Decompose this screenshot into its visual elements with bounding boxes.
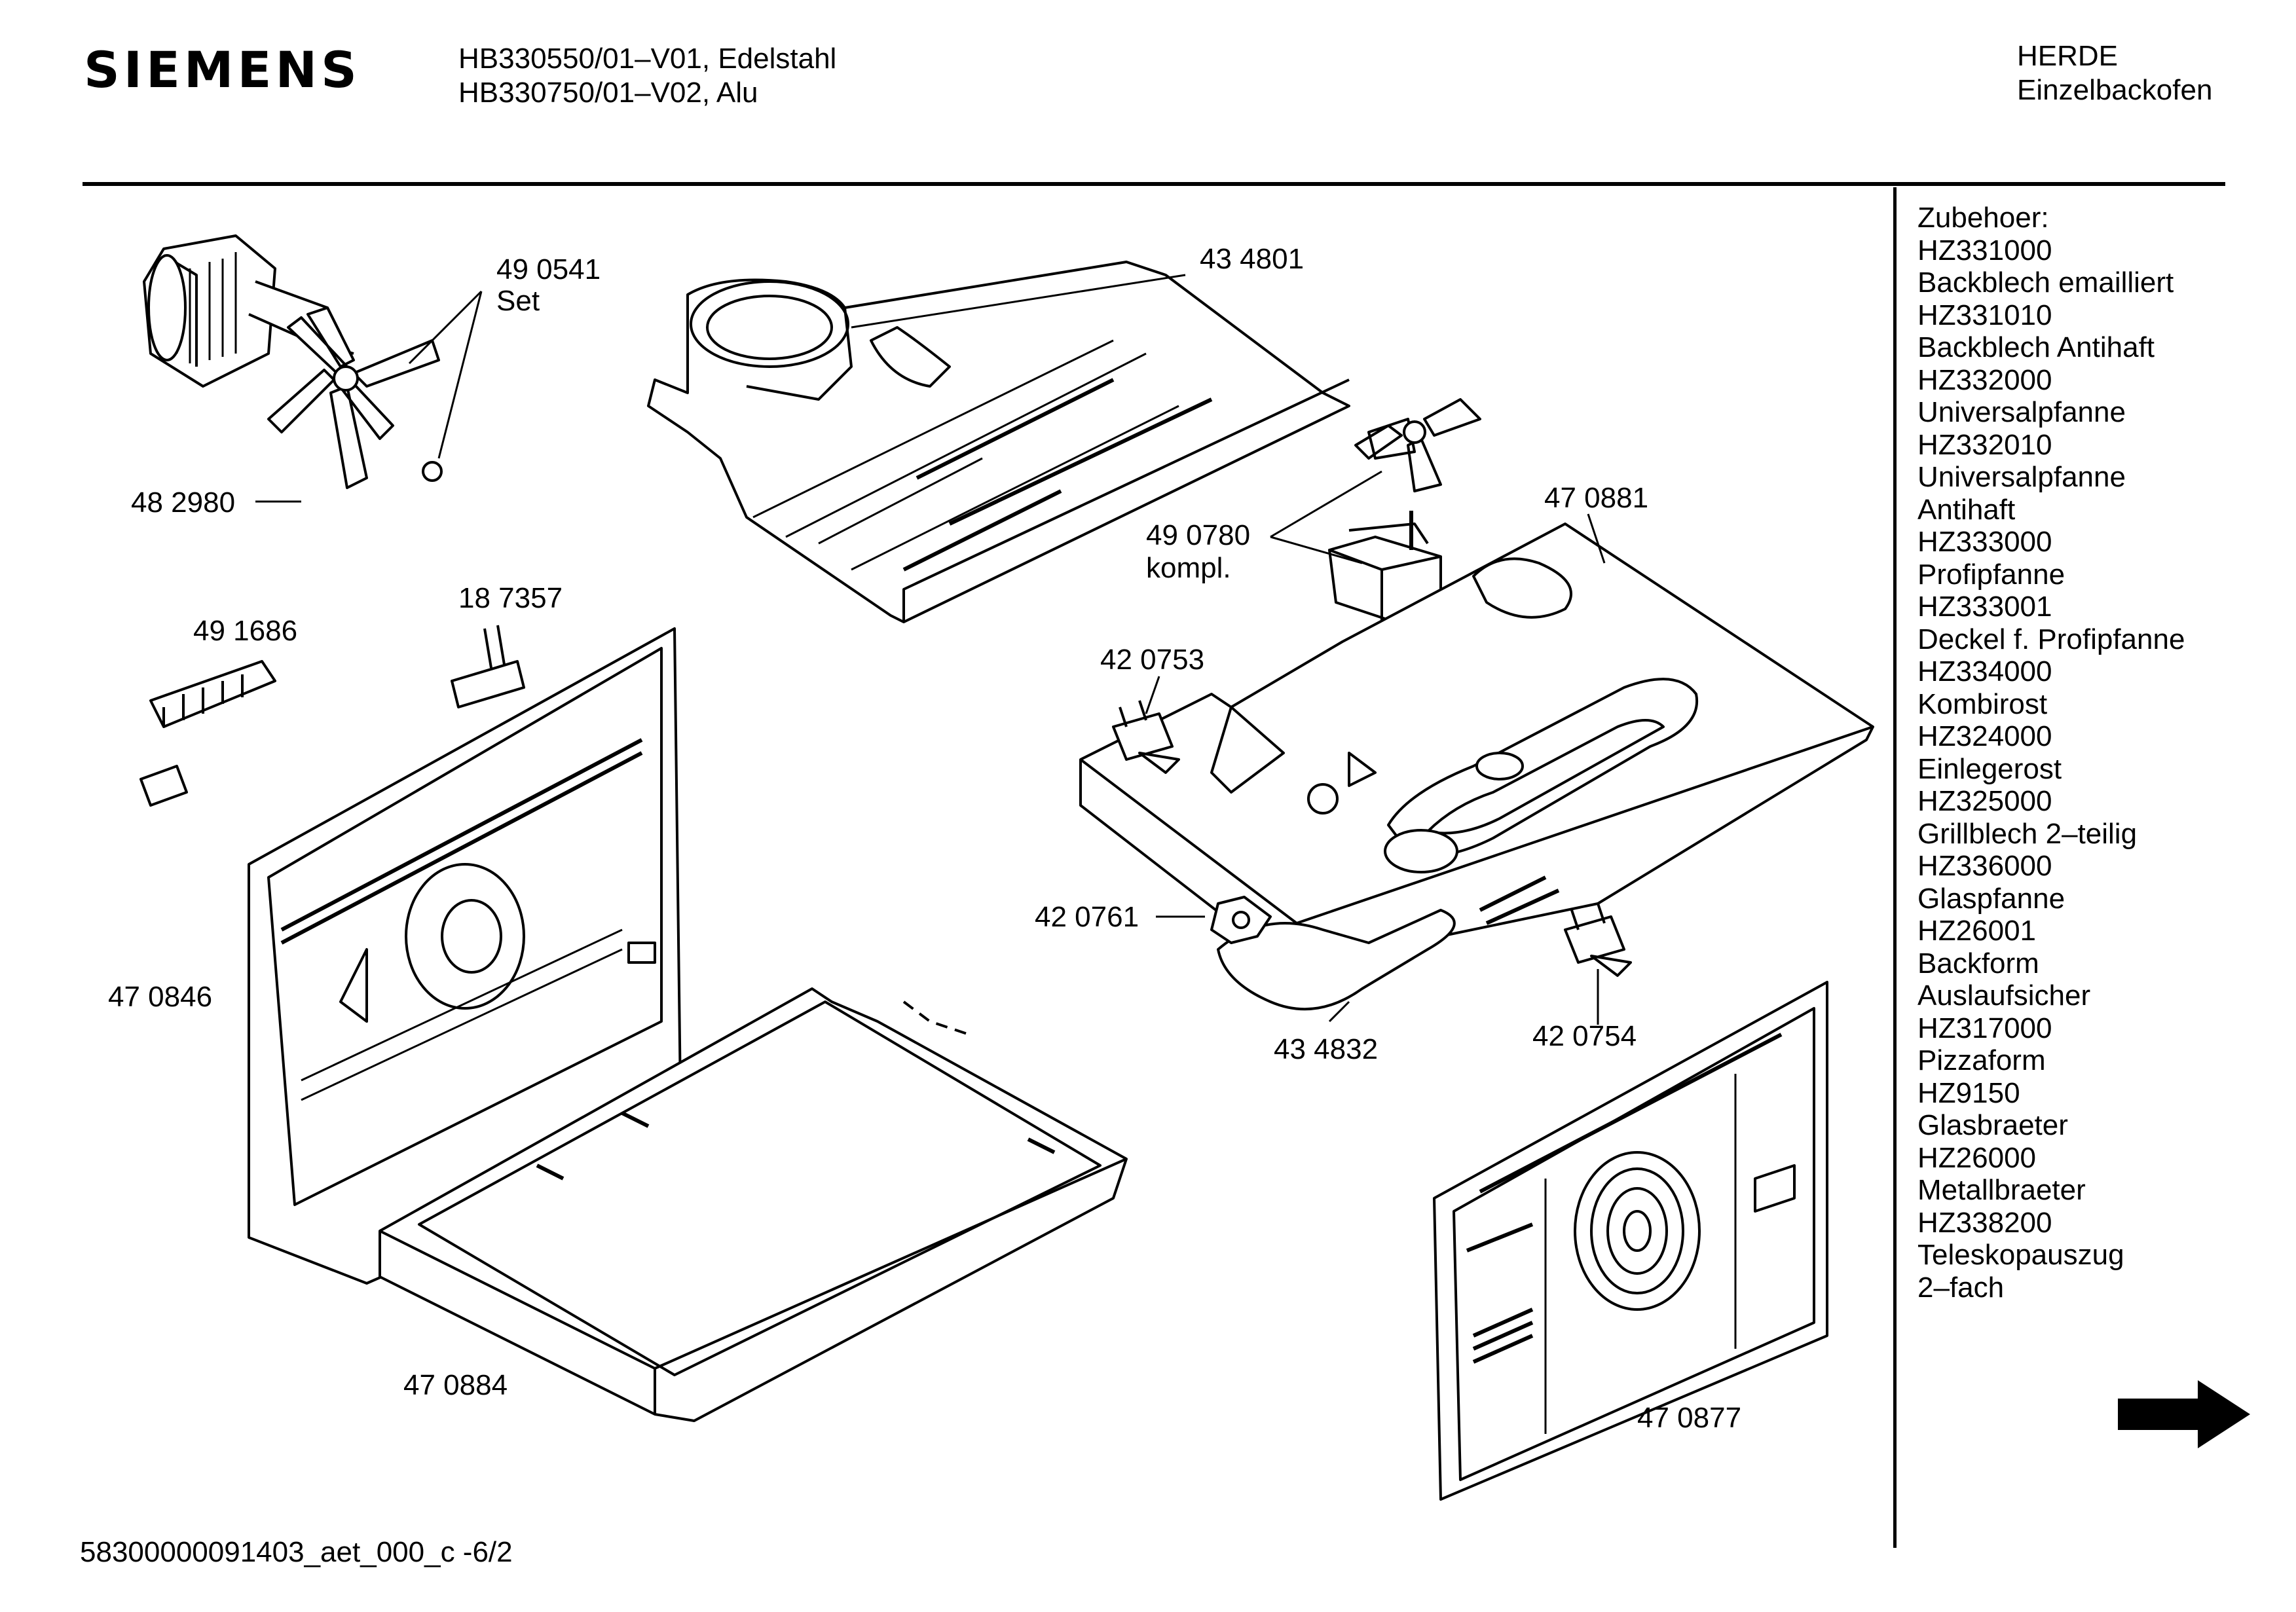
accessory-line: HZ333000 [1917,526,2052,558]
accessory-line: Auslaufsicher [1917,980,2091,1012]
label-470877: 47 0877 [1637,1402,1741,1434]
accessory-line: Einlegerost [1917,752,2062,785]
label-470881: 47 0881 [1544,482,1648,514]
model-list: HB330550/01–V01, Edelstahl HB330750/01–V… [458,42,836,110]
brand-logo: SIEMENS [84,41,361,99]
model-line-2: HB330750/01–V02, Alu [458,77,758,109]
label-482980: 48 2980 [131,486,235,519]
accessory-line: Glaspfanne [1917,882,2065,915]
accessory-line: Backform [1917,947,2039,980]
top-cover-drawing [647,261,1350,623]
accessory-line: HZ9150 [1917,1076,2020,1109]
category-block: HERDE Einzelbackofen [2017,39,2212,107]
accessory-line: HZ325000 [1917,785,2052,817]
label-434832: 43 4832 [1274,1033,1378,1065]
label-490541-note: Set [496,285,540,317]
accessory-line: HZ338200 [1917,1206,2052,1239]
switch-drawing [451,625,525,708]
accessory-line: Backblech Antihaft [1917,331,2155,363]
header-divider [83,182,2225,186]
label-490541: 49 0541 [496,253,601,285]
accessory-line: HZ332010 [1917,428,2052,461]
side-panel-drawing [248,627,682,1285]
accessory-line: HZ333001 [1917,591,2052,623]
connector-block-drawing [139,660,276,807]
sidebar-divider [1893,187,1897,1548]
category-title: HERDE [2017,40,2119,72]
subcategory-title: Einzelbackofen [2017,74,2213,106]
accessory-line: Metallbraeter [1917,1174,2086,1206]
accessories-title: Zubehoer: [1917,202,2049,234]
accessory-line: HZ332000 [1917,363,2052,396]
label-420753: 42 0753 [1100,644,1204,676]
accessory-line: HZ334000 [1917,655,2052,687]
accessory-line: HZ324000 [1917,720,2052,752]
accessory-line: HZ331000 [1917,234,2052,266]
accessory-line: Universalpfanne [1917,396,2126,428]
label-490780-note: kompl. [1146,552,1231,584]
accessory-line: Kombirost [1917,687,2048,720]
accessory-line: Antihaft [1917,493,2016,526]
accessory-line: Teleskopauszug [1917,1239,2124,1271]
thermostat-right-drawing [1564,903,1632,977]
label-490780: 49 0780 [1146,519,1250,551]
accessory-line: HZ26000 [1917,1141,2037,1174]
accessory-line: Profipfanne [1917,558,2065,591]
accessory-line: Universalpfanne [1917,461,2126,493]
rear-panel-drawing [1079,522,1874,1011]
label-420761: 42 0761 [1035,901,1139,933]
accessory-line: HZ331010 [1917,299,2052,331]
small-fan-motor-drawing [1328,398,1481,623]
arrow-right-icon[interactable] [2118,1380,2250,1448]
accessory-line: Backblech emailliert [1917,266,2174,299]
accessories-list: Zubehoer: HZ331000 Backblech emailliert … [1917,202,2185,1304]
accessory-line: HZ336000 [1917,850,2052,882]
part-labels: 49 0541 Set 48 2980 43 4801 18 7357 49 1… [108,243,1741,1434]
label-187357: 18 7357 [458,582,563,614]
bottom-tray-drawing [379,987,1128,1422]
thermostat-left-drawing [1112,700,1180,774]
accessory-line: Glasbraeter [1917,1109,2068,1141]
model-line-1: HB330550/01–V01, Edelstahl [458,43,837,75]
accessory-line: Pizzaform [1917,1044,2046,1076]
label-420754: 42 0754 [1532,1020,1637,1052]
leader-lines [255,274,1606,1025]
label-470884: 47 0884 [403,1369,508,1401]
bracket-drawing [1210,896,1272,944]
label-470846: 47 0846 [108,981,212,1013]
accessory-line: 2–fach [1917,1271,2005,1304]
accessory-line: HZ317000 [1917,1012,2052,1044]
accessory-line: Deckel f. Profipfanne [1917,623,2185,655]
fan-motor-set-drawing [143,234,443,489]
label-434801: 43 4801 [1200,243,1304,275]
accessory-line: Grillblech 2–teilig [1917,817,2138,850]
label-491686: 49 1686 [193,615,297,647]
accessory-line: HZ26001 [1917,915,2037,947]
front-panel-drawing [1433,981,1828,1501]
document-id: 58300000091403_aet_000_c -6/2 [80,1536,513,1568]
